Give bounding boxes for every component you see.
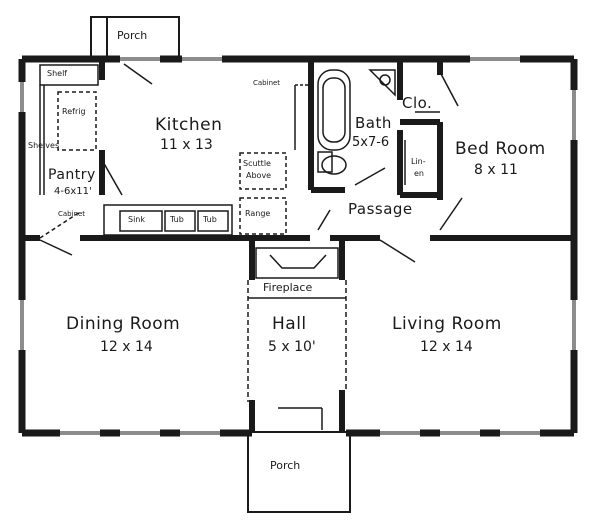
living-room-label: Living Room bbox=[392, 314, 502, 334]
tub1-box bbox=[164, 210, 196, 232]
living-room-dim: 12 x 14 bbox=[420, 339, 473, 355]
pantry-dim: 4-6x11' bbox=[54, 186, 92, 197]
shelf-label: Shelf bbox=[47, 69, 68, 78]
tub2-label: Tub bbox=[203, 215, 217, 224]
range-box bbox=[239, 197, 287, 235]
scuttle-label: Scuttle bbox=[243, 159, 271, 168]
dining-room-dim: 12 x 14 bbox=[100, 339, 153, 355]
linen-label-1: Lin- bbox=[411, 157, 426, 166]
fireplace-label: Fireplace bbox=[263, 281, 313, 294]
pantry-label: Pantry bbox=[48, 167, 96, 183]
cabinet-pantry-label: Cabinet bbox=[58, 210, 86, 218]
windows bbox=[18, 55, 578, 437]
porch-top-label: Porch bbox=[117, 29, 148, 42]
bath-label: Bath bbox=[355, 114, 392, 132]
scuttle-box bbox=[239, 152, 287, 190]
cabinet-kitchen-label: Cabinet bbox=[253, 79, 281, 87]
passage-label: Passage bbox=[348, 200, 413, 218]
counter bbox=[103, 204, 233, 236]
linen-label-2: en bbox=[414, 169, 424, 178]
porch-bottom-outline bbox=[247, 431, 351, 513]
dining-room-label: Dining Room bbox=[66, 314, 181, 334]
bath-sink bbox=[368, 69, 396, 97]
exterior-walls bbox=[18, 55, 578, 437]
shelf-box bbox=[39, 64, 99, 86]
bath-dim: 5x7-6 bbox=[352, 135, 390, 150]
sink-label: Sink bbox=[128, 215, 146, 224]
bedroom-label: Bed Room bbox=[455, 139, 546, 159]
hall-dim: 5 x 10' bbox=[268, 339, 316, 355]
fireplace-box bbox=[255, 247, 339, 279]
kitchen-dim: 11 x 13 bbox=[160, 137, 213, 153]
sink-box bbox=[119, 210, 163, 232]
range-label: Range bbox=[245, 209, 271, 218]
refrig-label: Refrig bbox=[62, 107, 86, 116]
scuttle-above-label: Above bbox=[246, 171, 272, 180]
bedroom-dim: 8 x 11 bbox=[474, 162, 518, 178]
kitchen-label: Kitchen bbox=[155, 115, 223, 135]
interior-walls bbox=[22, 59, 574, 433]
bathtub bbox=[317, 69, 351, 151]
tub1-label: Tub bbox=[170, 215, 184, 224]
porch-bottom-label: Porch bbox=[270, 459, 301, 472]
shelves-label: Shelves bbox=[28, 141, 60, 150]
tub2-box bbox=[197, 210, 229, 232]
hall-label: Hall bbox=[272, 314, 307, 334]
toilet bbox=[321, 155, 347, 175]
doors bbox=[39, 63, 463, 430]
refrig-box bbox=[57, 91, 97, 151]
closet-label: Clo. bbox=[402, 94, 433, 112]
